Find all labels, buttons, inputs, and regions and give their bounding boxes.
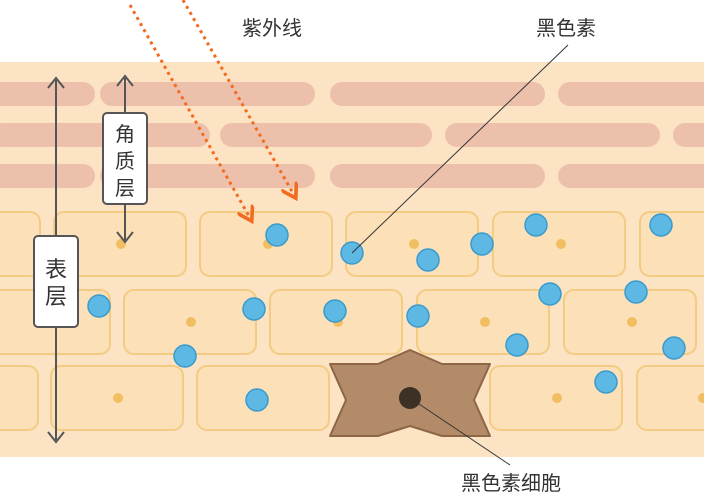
epidermis-bracket-top-arrow	[47, 76, 65, 89]
uv-rays	[128, 0, 294, 218]
corneum-stripe	[100, 164, 315, 188]
corneum-label-line2: 质	[115, 149, 135, 173]
uv-arrow	[128, 4, 250, 218]
melanocyte-label: 黑色素细胞	[461, 471, 561, 495]
epidermis-label-box	[33, 235, 79, 328]
epidermis-label-line1: 表	[45, 258, 67, 283]
melanin-granule	[594, 370, 618, 394]
melanin-granules	[87, 213, 686, 412]
melanin-granule	[173, 344, 197, 368]
cell-nucleus	[186, 317, 196, 327]
cell-nucleus	[627, 317, 637, 327]
corneum-label-line3: 层	[115, 176, 135, 200]
skin-cell	[0, 365, 39, 431]
melanin-granule	[245, 388, 269, 412]
melanin-leader-line	[351, 44, 569, 254]
cell-nucleus	[698, 393, 704, 403]
corneum-stripe	[0, 164, 95, 188]
skin-cell	[636, 365, 704, 431]
melanin-granule	[662, 336, 686, 360]
corneum-stripe	[330, 164, 545, 188]
cell-nucleus	[113, 393, 123, 403]
uv-label: 紫外线	[242, 16, 302, 40]
melanin-granule	[538, 282, 562, 306]
melanin-granule	[416, 248, 440, 272]
cell-nucleus	[409, 239, 419, 249]
stratum-corneum	[0, 82, 704, 188]
melanin-label: 黑色素	[536, 16, 596, 40]
corneum-stripe	[558, 82, 704, 106]
corneum-label-box	[102, 112, 148, 205]
melanin-granule	[406, 304, 430, 328]
melanocyte-leader-line	[409, 397, 511, 466]
melanin-granule	[242, 297, 266, 321]
corneum-bracket-bottom-arrow	[116, 231, 134, 244]
epidermis-bracket-bottom-arrow	[47, 431, 65, 444]
uv-arrow	[181, 0, 294, 195]
cell-nucleus	[480, 317, 490, 327]
melanin-granule	[323, 299, 347, 323]
corneum-stripe	[220, 123, 432, 147]
melanin-granule	[624, 280, 648, 304]
melanin-granule	[87, 294, 111, 318]
corneum-label-line1: 角	[115, 122, 135, 146]
corneum-stripe	[0, 82, 95, 106]
corneum-stripe	[445, 123, 660, 147]
melanin-granule	[265, 223, 289, 247]
corneum-stripe	[673, 123, 704, 147]
melanin-granule	[649, 213, 673, 237]
cell-nucleus	[556, 239, 566, 249]
melanin-granule	[505, 333, 529, 357]
melanin-granule	[524, 213, 548, 237]
corneum-stripe	[330, 82, 545, 106]
melanin-granule	[470, 232, 494, 256]
cell-nucleus	[552, 393, 562, 403]
corneum-stripe	[558, 164, 704, 188]
epidermis-label-line2: 层	[45, 285, 67, 310]
corneum-bracket-top-arrow	[116, 74, 134, 87]
corneum-stripe	[100, 82, 315, 106]
